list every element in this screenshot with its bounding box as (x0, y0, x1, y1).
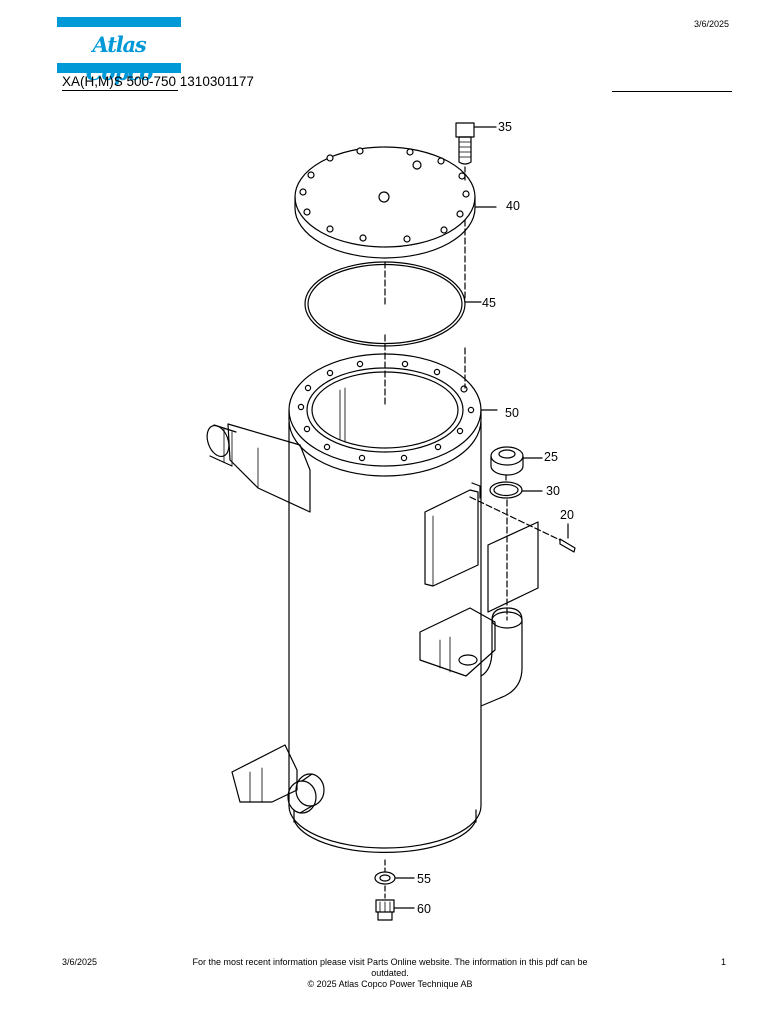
header-date: 3/6/2025 (693, 19, 729, 29)
seal-ring-part-30 (489, 474, 543, 621)
logo-bar-top (57, 17, 181, 27)
footer-copyright: © 2025 Atlas Copco Power Technique AB (307, 979, 473, 989)
callout-60: 60 (417, 902, 431, 916)
callout-45: 45 (482, 296, 496, 310)
footer-notice: For the most recent information please v… (160, 957, 620, 990)
callout-50: 50 (505, 406, 519, 420)
callout-25: 25 (544, 450, 558, 464)
pin-part-20 (469, 496, 576, 553)
callout-30: 30 (546, 484, 560, 498)
footer-notice-line2: outdated. (371, 968, 409, 978)
header-rule (612, 91, 732, 92)
callout-40: 40 (506, 199, 520, 213)
cover-flange-part-40 (294, 146, 497, 259)
vessel-part-50 (206, 334, 539, 853)
washer-part-55 (374, 859, 415, 885)
footer-date: 3/6/2025 (62, 957, 98, 967)
plug-part-60 (375, 885, 415, 921)
callout-35: 35 (498, 120, 512, 134)
logo-bar-bottom (57, 63, 181, 73)
gasket-part-45 (304, 219, 482, 347)
footer-notice-line1: For the most recent information please v… (192, 957, 588, 967)
filler-cap-part-25 (490, 446, 543, 476)
page-number: 1 (720, 957, 726, 967)
callout-55: 55 (417, 872, 431, 886)
callout-20: 20 (560, 508, 574, 522)
atlas-copco-logo: Atlas Copco (57, 17, 181, 85)
